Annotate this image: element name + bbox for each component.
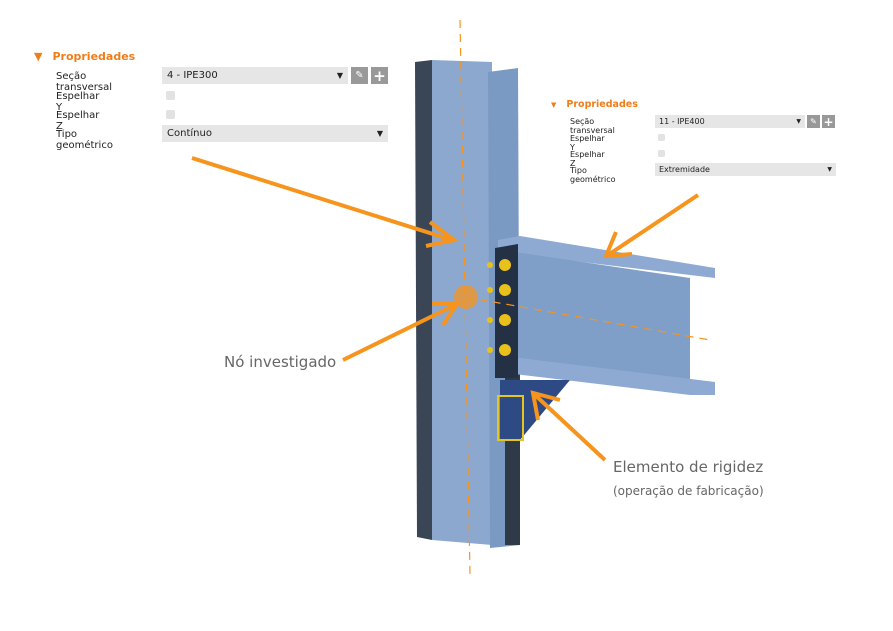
dropdown-arrow-icon: ▼ <box>796 118 801 125</box>
arrows <box>191 156 700 462</box>
node-annotation: Nó investigado <box>224 353 337 371</box>
add-plus-icon[interactable]: + <box>371 67 388 85</box>
mirror-z-checkbox[interactable] <box>166 110 175 119</box>
column-left-flange <box>415 60 432 540</box>
geom-type-label: Tipo geométrico <box>56 129 113 151</box>
panel-header[interactable]: ▼Propriedades <box>551 99 638 110</box>
stiffener-annotation: Elemento de rigidez <box>613 458 764 476</box>
section-label: Seção transversal <box>570 117 615 135</box>
panel-header[interactable]: ▼Propriedades <box>34 50 136 63</box>
column-axis <box>459 19 471 576</box>
mirror-z-label: Espelhar Z <box>56 110 100 132</box>
geom-type-select[interactable]: Extremidade▼ <box>655 163 836 176</box>
edit-pencil-icon[interactable]: ✎ <box>351 67 368 84</box>
section-label: Seção transversal <box>56 71 113 93</box>
dropdown-arrow-icon: ▼ <box>827 166 832 173</box>
mirror-y-label: Espelhar Y <box>56 91 100 113</box>
mirror-z-label: Espelhar Z <box>570 150 605 168</box>
beam-web <box>515 252 690 385</box>
edit-pencil-icon[interactable]: ✎ <box>807 115 820 128</box>
bolts <box>487 259 511 356</box>
mirror-z-checkbox[interactable] <box>658 150 665 157</box>
collapse-triangle-icon[interactable]: ▼ <box>551 100 557 109</box>
end-plate <box>495 244 518 378</box>
beam-bottom-flange <box>498 358 715 395</box>
mirror-y-checkbox[interactable] <box>658 134 665 141</box>
collapse-triangle-icon[interactable]: ▼ <box>34 50 43 63</box>
mirror-y-label: Espelhar Y <box>570 134 605 152</box>
section-select[interactable]: 4 - IPE300▼ <box>162 67 348 84</box>
geom-type-select[interactable]: Contínuo▼ <box>162 125 388 142</box>
geom-type-label: Tipo geométrico <box>570 166 616 184</box>
add-plus-icon[interactable]: + <box>822 114 835 129</box>
mirror-y-checkbox[interactable] <box>166 91 175 100</box>
dropdown-arrow-icon: ▼ <box>336 71 343 80</box>
stiffener-note: (operação de fabricação) <box>613 484 764 498</box>
section-select[interactable]: 11 - IPE400▼ <box>655 115 805 128</box>
dropdown-arrow-icon: ▼ <box>376 129 383 138</box>
